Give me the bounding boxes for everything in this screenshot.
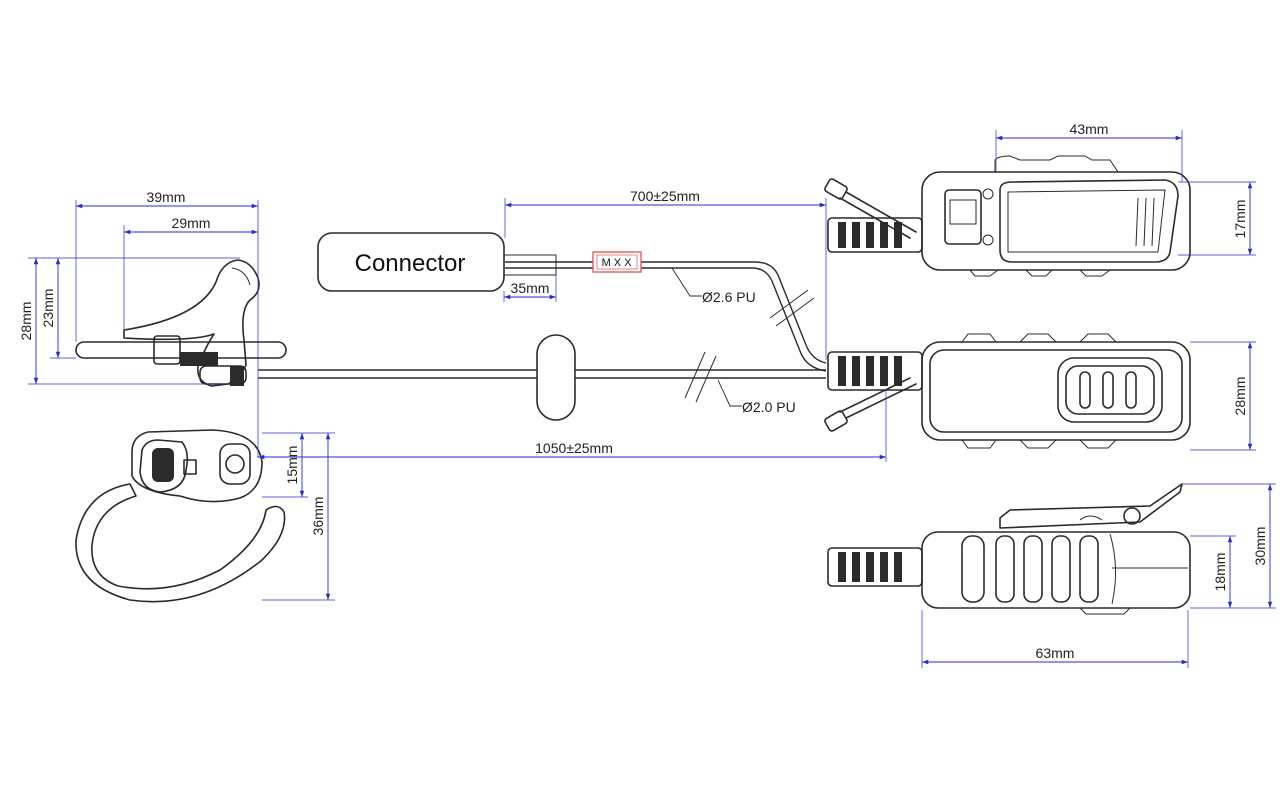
dim-28-ptt: 28mm: [1232, 377, 1248, 416]
dim-18: 18mm: [1212, 553, 1228, 592]
dim-36: 36mm: [310, 497, 326, 536]
ptt-top: [824, 155, 1191, 277]
dim-17: 17mm: [1232, 200, 1248, 239]
dim-30: 30mm: [1252, 527, 1268, 566]
earpiece-front: [75, 259, 287, 387]
connector-label: Connector: [355, 250, 466, 277]
dim-upper-cable-spec: Ø2.6 PU: [702, 289, 756, 305]
dim-700: 700±25mm: [630, 188, 700, 204]
dimension-lines: [28, 130, 1276, 668]
connector-block: Connector: [317, 232, 557, 292]
ferrite-bead: [536, 334, 576, 421]
dim-15: 15mm: [284, 446, 300, 485]
dimension-labels: 700±25mm 35mm Ø2.6 PU Ø2.0 PU 1050±25mm …: [18, 121, 1268, 661]
dim-lower-cable-spec: Ø2.0 PU: [742, 399, 796, 415]
ptt-middle: [824, 333, 1191, 449]
earpiece-side: [75, 429, 286, 603]
dim-43: 43mm: [1070, 121, 1109, 137]
dim-63: 63mm: [1036, 645, 1075, 661]
dim-39: 39mm: [147, 189, 186, 205]
dim-23: 23mm: [40, 289, 56, 328]
dim-28-ear: 28mm: [18, 302, 34, 341]
tag-label: MXX: [602, 257, 635, 269]
dim-1050: 1050±25mm: [535, 440, 613, 456]
cable-tag: MXX: [592, 251, 642, 273]
ptt-side: [827, 483, 1191, 615]
dim-29: 29mm: [172, 215, 211, 231]
dim-35: 35mm: [511, 280, 550, 296]
